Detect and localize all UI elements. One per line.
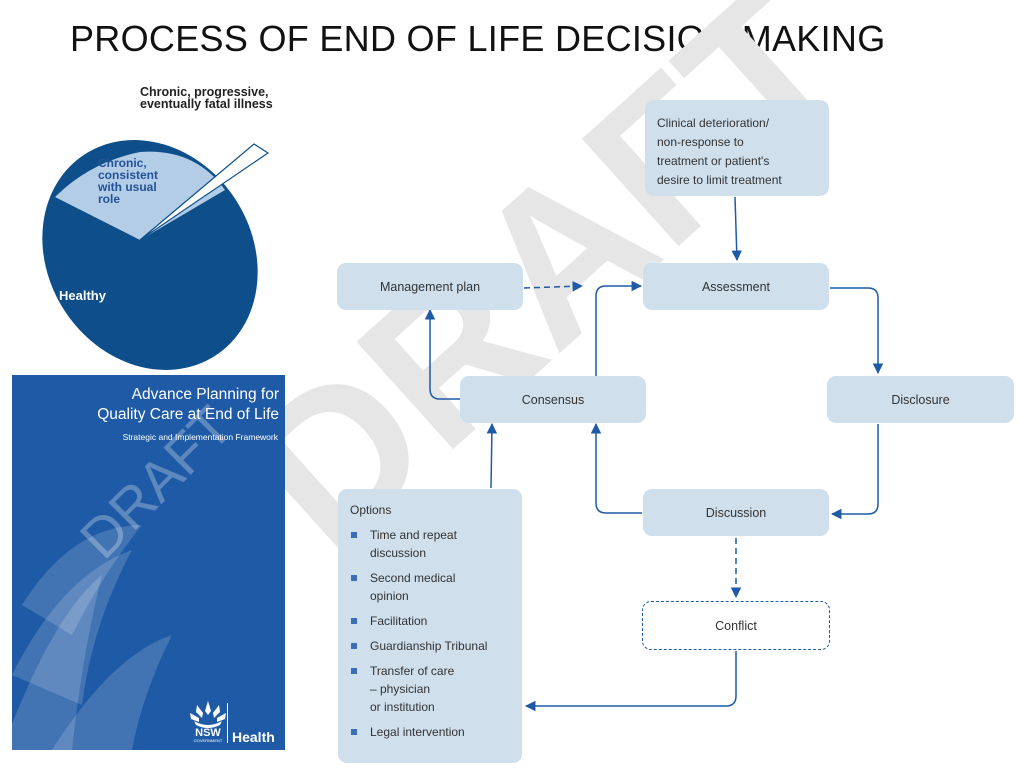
brochure-title-line2: Quality Care at End of Life [97,406,279,423]
conflict-box: Conflict [642,601,830,650]
bullet-icon [351,575,357,581]
arrow-options-to-consensus [486,422,498,489]
bullet-icon [351,618,357,624]
conflict-label: Conflict [715,618,757,633]
option-item: Transfer of care – physician or institut… [350,662,512,716]
option-item: Guardianship Tribunal [350,637,512,655]
pie-label-fatal: Chronic, progressive, eventually fatal i… [140,85,273,111]
discussion-label: Discussion [705,505,767,520]
management-plan-label: Management plan [379,279,481,294]
brochure-cover: Advance Planning for Quality Care at End… [12,375,285,750]
option-text: Facilitation [370,614,428,628]
disclosure-box: Disclosure [827,376,1014,423]
pie-slice-chronic [55,151,225,240]
options-box: Options Time and repeat discussion Secon… [338,489,522,763]
arrow-clinical-to-assessment [731,196,742,262]
nsw-logo-small: GOVERNMENT [194,738,223,743]
discussion-box: Discussion [643,489,829,536]
nsw-logo-text: NSW [195,727,221,739]
clinical-deterioration-text: Clinical deterioration/ non-response to … [657,116,782,187]
pie-slice-fatal [139,143,270,241]
option-text: Transfer of care – physician or institut… [370,664,455,714]
arrow-discussion-to-consensus [590,422,642,514]
brochure-title-line1: Advance Planning for [131,386,279,403]
option-text: Time and repeat discussion [370,528,457,560]
options-heading: Options [350,503,392,517]
option-text: Legal intervention [370,725,465,739]
option-item: Facilitation [350,612,512,630]
option-item: Second medical opinion [350,569,512,605]
bullet-icon [351,532,357,538]
waratah-graphic [12,525,172,750]
arrow-management-to-assessment [523,281,584,292]
consensus-box: Consensus [460,376,646,423]
option-item: Legal intervention [350,723,512,741]
arrow-disclosure-to-discussion [830,424,879,520]
bullet-icon [351,668,357,674]
pie-label-healthy: Healthy [59,288,106,303]
nsw-government-logo: NSW GOVERNMENT [190,701,226,743]
bullet-icon [351,643,357,649]
assessment-box: Assessment [643,263,829,310]
pie-chart [42,140,270,370]
arrow-consensus-to-management [424,308,461,400]
option-item: Time and repeat discussion [350,526,512,562]
logo-divider [227,703,228,743]
assessment-label: Assessment [701,279,771,294]
arrow-conflict-to-options [524,651,737,712]
brochure-subtitle: Strategic and Implementation Framework [122,432,278,442]
arrow-consensus-to-assessment [595,280,643,376]
arrow-assessment-to-disclosure [830,287,884,375]
bullet-icon [351,729,357,735]
pie-label-chronic: Chronic, consistent with usual role [98,156,159,206]
option-text: Second medical opinion [370,571,456,603]
slide-title: PROCESS OF END OF LIFE DECISION MAKING [70,18,886,59]
option-text: Guardianship Tribunal [370,639,488,653]
disclosure-label: Disclosure [891,392,950,407]
management-plan-box: Management plan [337,263,523,310]
consensus-label: Consensus [521,392,585,407]
clinical-deterioration-box: Clinical deterioration/ non-response to … [645,100,829,196]
health-text: Health [232,729,275,745]
brochure-title: Advance Planning for Quality Care at End… [39,385,279,425]
